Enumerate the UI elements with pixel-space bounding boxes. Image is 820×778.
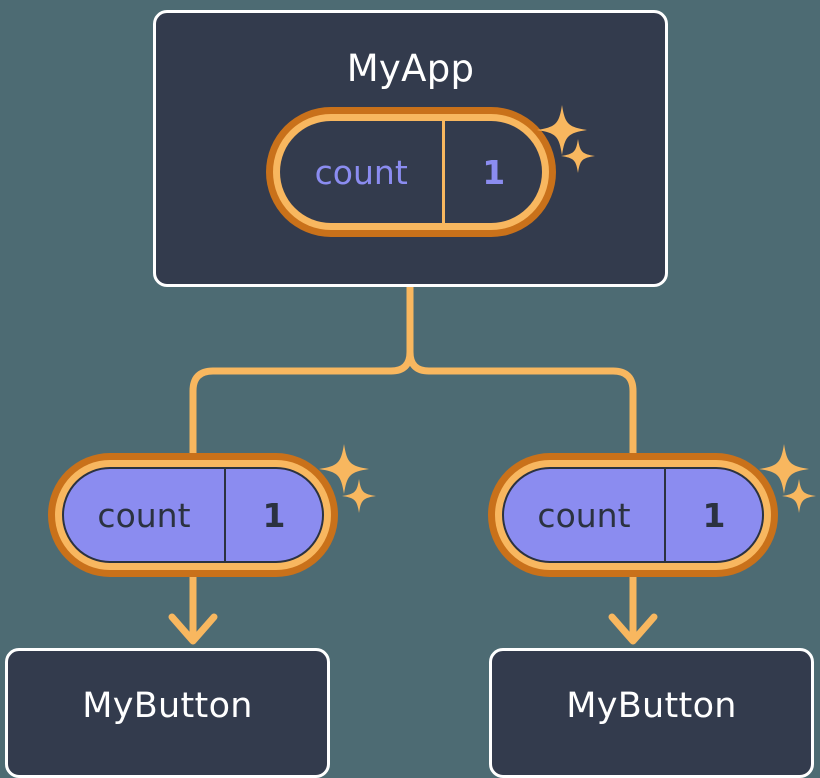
- sparkle-icon: [561, 139, 595, 173]
- state-pill-root[interactable]: count 1: [266, 107, 556, 237]
- edge-right-arrowhead: [608, 613, 658, 645]
- state-key-label: count: [314, 152, 408, 192]
- state-key-label: count: [537, 495, 631, 535]
- page-title: MyApp: [346, 47, 475, 90]
- edge-split-left: [189, 348, 414, 474]
- sparkle-icon: [537, 105, 587, 155]
- state-value-label: 1: [663, 469, 762, 561]
- component-card-mybutton-right[interactable]: MyButton: [489, 648, 814, 778]
- sparkle-icon: [782, 479, 816, 513]
- state-pill-root-body: count 1: [280, 121, 542, 223]
- sparkle-icon: [319, 444, 369, 494]
- sparkle-icon: [759, 444, 809, 494]
- component-label: MyButton: [566, 686, 737, 726]
- state-pill-right-ring: count 1: [495, 460, 771, 570]
- state-value-label: 1: [223, 469, 322, 561]
- sparkle-icon: [342, 479, 376, 513]
- state-pill-right-body: count 1: [502, 467, 764, 563]
- edge-split-right: [406, 348, 637, 474]
- state-pill-left[interactable]: count 1: [48, 453, 338, 577]
- component-card-mybutton-left[interactable]: MyButton: [5, 648, 330, 778]
- component-label: MyButton: [82, 686, 253, 726]
- state-pill-right[interactable]: count 1: [488, 453, 778, 577]
- edge-left-arrowhead: [168, 613, 218, 645]
- state-pill-left-body: count 1: [62, 467, 324, 563]
- state-value-label: 1: [442, 121, 542, 223]
- state-key-label: count: [97, 495, 191, 535]
- state-pill-left-ring: count 1: [55, 460, 331, 570]
- state-pill-root-ring: count 1: [273, 114, 549, 230]
